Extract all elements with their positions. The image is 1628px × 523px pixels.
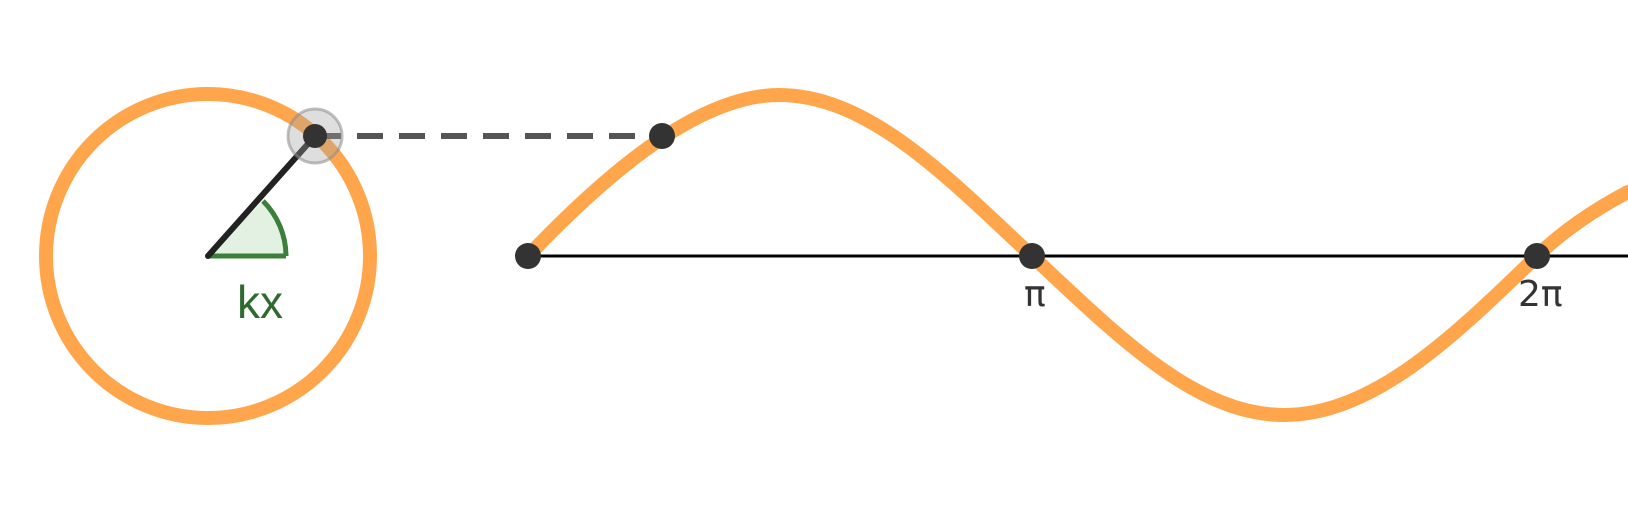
tick-label-pi: π bbox=[1024, 274, 1046, 315]
tick-label-2pi: 2π bbox=[1518, 274, 1563, 315]
angle-label: kx bbox=[237, 276, 283, 328]
unit-circle bbox=[39, 87, 377, 425]
circle-handle-point[interactable] bbox=[303, 124, 327, 148]
angle-arc bbox=[261, 199, 289, 257]
pi-point bbox=[1019, 243, 1045, 269]
origin-point bbox=[515, 243, 541, 269]
two-pi-point bbox=[1524, 243, 1550, 269]
angle-sector bbox=[208, 201, 286, 256]
curve-point bbox=[649, 123, 675, 149]
sine-curve bbox=[521, 87, 1628, 423]
